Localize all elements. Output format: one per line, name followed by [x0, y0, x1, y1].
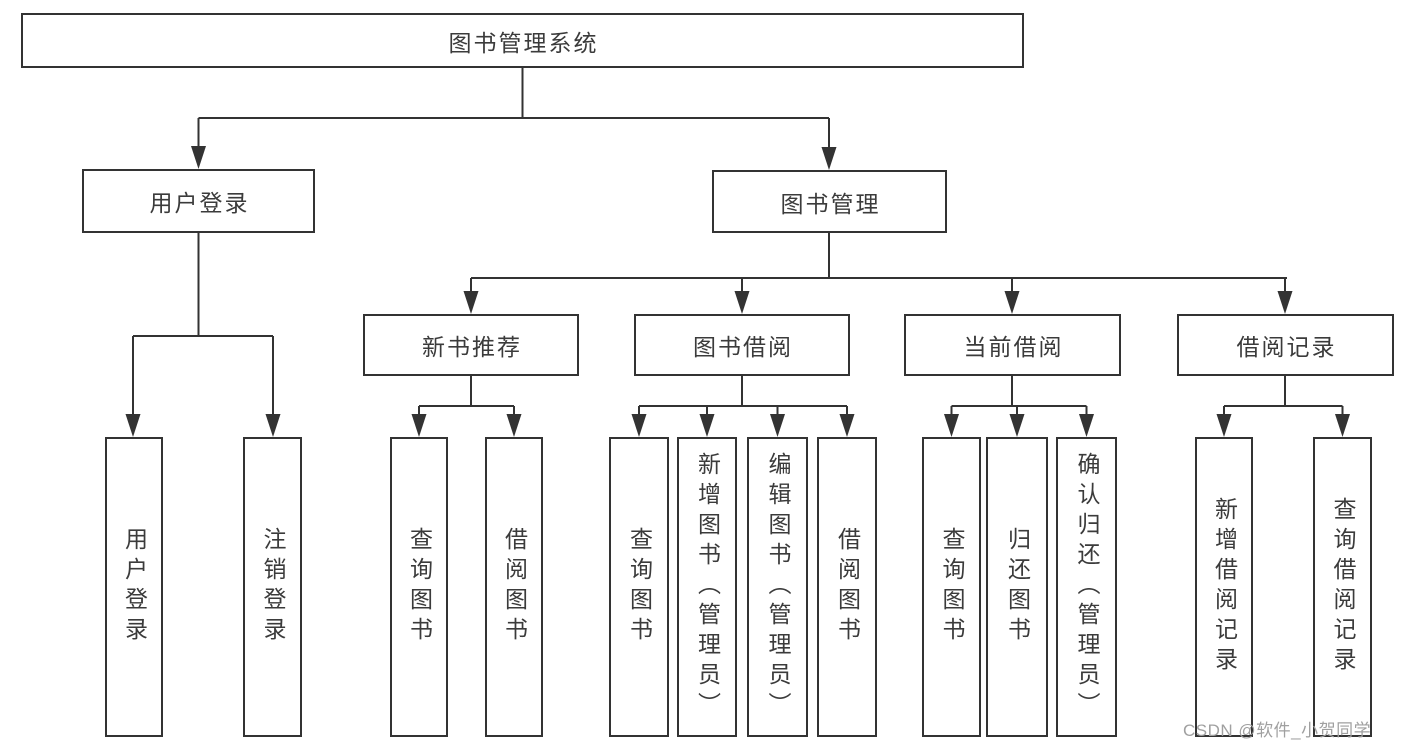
- arrowhead-icons: [125, 146, 1350, 437]
- leaf-query-books-recommend: 查询图书: [390, 437, 448, 737]
- node-label: 新书推荐: [422, 334, 522, 360]
- node-borrow-records: 借阅记录: [1177, 314, 1394, 376]
- node-label: 图书管理: [780, 190, 881, 217]
- leaf-borrow-books-recommend: 借阅图书: [485, 437, 543, 737]
- leaf-label: 查询图书: [626, 527, 653, 647]
- node-user-login: 用户登录: [82, 169, 315, 233]
- node-book-management: 图书管理: [712, 170, 947, 233]
- node-label: 当前借阅: [963, 334, 1064, 360]
- leaf-query-borrow-record: 查询借阅记录: [1313, 437, 1372, 737]
- leaf-add-borrow-record: 新增借阅记录: [1195, 437, 1253, 737]
- leaf-label: 注销登录: [260, 527, 286, 647]
- leaf-label: 用户登录: [121, 527, 148, 647]
- leaf-label: 查询图书: [939, 527, 965, 647]
- leaf-query-books-borrow: 查询图书: [609, 437, 669, 737]
- node-book-borrow: 图书借阅: [634, 314, 850, 376]
- leaf-return-books: 归还图书: [986, 437, 1048, 737]
- leaf-label: 新增图书（管理员）: [694, 452, 721, 722]
- leaf-logout: 注销登录: [243, 437, 302, 737]
- node-label: 借阅记录: [1236, 334, 1337, 360]
- leaf-label: 借阅图书: [501, 527, 528, 647]
- leaf-borrow-books: 借阅图书: [817, 437, 877, 737]
- leaf-label: 编辑图书（管理员）: [765, 452, 791, 722]
- leaf-user-login: 用户登录: [105, 437, 163, 737]
- leaf-label: 查询图书: [406, 527, 433, 647]
- node-label: 图书管理系统: [448, 29, 599, 56]
- leaf-edit-books-admin: 编辑图书（管理员）: [747, 437, 808, 737]
- node-label: 用户登录: [149, 190, 250, 216]
- node-current-borrow: 当前借阅: [904, 314, 1121, 376]
- node-root-system: 图书管理系统: [21, 13, 1024, 68]
- leaf-label: 新增借阅记录: [1211, 497, 1238, 677]
- leaf-label: 确认归还（管理员）: [1074, 452, 1100, 722]
- leaf-confirm-return-admin: 确认归还（管理员）: [1056, 437, 1117, 737]
- csdn-watermark: CSDN @软件_小贺同学: [1183, 721, 1372, 740]
- leaf-label: 查询借阅记录: [1330, 497, 1356, 677]
- leaf-label: 借阅图书: [834, 527, 861, 647]
- leaf-add-books-admin: 新增图书（管理员）: [677, 437, 737, 737]
- node-label: 图书借阅: [693, 334, 793, 360]
- node-new-book-recommend: 新书推荐: [363, 314, 579, 376]
- leaf-query-books-current: 查询图书: [922, 437, 981, 737]
- leaf-label: 归还图书: [1004, 527, 1031, 647]
